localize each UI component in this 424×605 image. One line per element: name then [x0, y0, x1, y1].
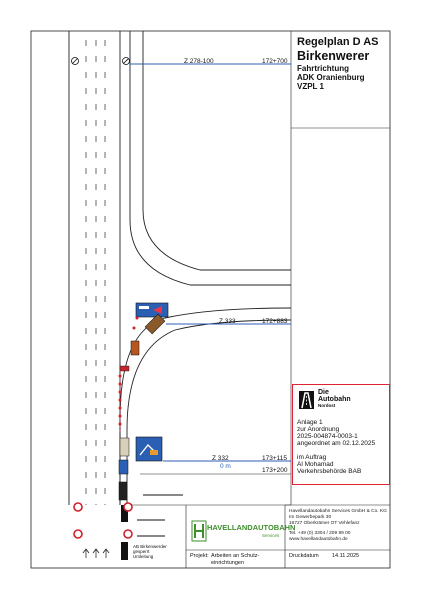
approval-number: 2025-004874-0003-1	[297, 433, 358, 440]
approval-authority: Verkehrsbehörde BAB	[297, 468, 362, 475]
brand-region: Nordost	[318, 403, 336, 408]
approval-order: zur Anordnung	[297, 426, 340, 433]
sign-km-4: 173+200	[262, 467, 288, 474]
sign-km-2: 172+883	[262, 318, 288, 325]
speed-sign-3	[73, 529, 83, 539]
havelland-logo-text: HAVELLANDAUTOBAHN	[207, 523, 296, 532]
legend-bar-1	[143, 494, 183, 496]
speed-sign-2	[123, 502, 133, 512]
legend-bar-3	[137, 535, 165, 537]
sign-label-1: Z 278-100	[184, 58, 214, 65]
truck-bottom	[118, 481, 128, 501]
sign-no-overtaking-right	[122, 57, 130, 65]
approval-signer: Al Mohamad	[297, 461, 334, 468]
lane-arrows	[82, 548, 110, 558]
brand-autobahn: Autobahn	[318, 396, 351, 403]
print-date-value: 14.11.2025	[332, 553, 360, 559]
sign-label-3: Z 332	[212, 455, 229, 462]
work-vehicle-middle	[130, 340, 140, 356]
project-label: Projekt:	[190, 553, 209, 559]
sign-blue-detour-2	[135, 436, 163, 462]
speed-sign-4	[123, 529, 133, 539]
protection-vehicle	[119, 437, 130, 457]
plan-title: Regelplan D AS	[297, 36, 379, 48]
barrier-block	[119, 365, 130, 372]
print-date-label: Druckdatum	[289, 553, 319, 559]
legend-label-1: AB Birkenwerder	[133, 544, 167, 549]
sign-blue-detour-1	[135, 302, 169, 318]
exit-ramp	[119, 31, 292, 505]
direction-label: Fahrtrichtung	[297, 64, 349, 73]
direction-target: ADK Oranienburg	[297, 73, 365, 82]
speed-sign-1	[73, 502, 83, 512]
truck-lower	[121, 505, 128, 522]
approval-annex: Anlage 1	[297, 419, 323, 426]
autobahn-logo-icon	[299, 391, 314, 409]
company-street: Im Gewerbepark 30	[289, 514, 332, 520]
sheet-frame	[30, 30, 391, 569]
legend-label-3: Umleitung	[133, 554, 154, 559]
arrow-board-vehicle	[118, 459, 129, 475]
havelland-logo-sub: Services	[262, 533, 280, 538]
company-phone: Tel. +49 (0) 3304 / 209 89 00	[289, 530, 351, 536]
legend-bar-2	[137, 519, 165, 521]
approval-mandate: im Auftrag	[297, 454, 327, 461]
legend-label-2: gesperrt	[133, 549, 150, 554]
company-web: www.havellandautobahn.de	[289, 536, 348, 542]
sign-km-1: 172+700	[262, 58, 288, 65]
project-name-1: Arbeiten an Schutz-	[211, 553, 260, 559]
sign-label-2: Z 333	[219, 318, 236, 325]
sign-km-3: 173+115	[262, 455, 288, 462]
approval-box: Die Autobahn Nordost Anlage 1 zur Anordn…	[292, 384, 390, 485]
sign-no-overtaking-left	[71, 57, 79, 65]
company-city: 16727 Oberkrämer OT Vehlefanz	[289, 520, 360, 526]
approval-date: angeordnet am 02.12.2025	[297, 440, 376, 447]
work-vehicle-top	[144, 313, 166, 335]
plan-id: VZPL 1	[297, 82, 324, 91]
lane-markings	[85, 40, 106, 505]
brand-die: Die	[318, 389, 329, 396]
project-name-2: einrichtungen	[211, 560, 245, 566]
company-name: Havellandautobahn Services GmbH & Co. KG	[289, 509, 387, 514]
havelland-logo-mark	[191, 520, 207, 542]
sign-distance-3: 0 m	[220, 463, 231, 470]
title-block: Regelplan D AS Birkenwerer Fahrtrichtung…	[293, 32, 389, 127]
location-title: Birkenwerer	[297, 49, 370, 63]
company-address: Havellandautobahn Services GmbH & Co. KG…	[289, 509, 387, 543]
truck-lowest	[121, 542, 128, 560]
